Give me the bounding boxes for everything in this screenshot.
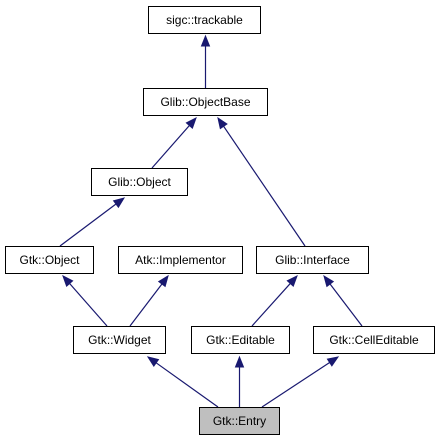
node-label: Glib::Interface — [275, 253, 350, 267]
node-label: sigc::trackable — [166, 13, 243, 27]
edge-gtk-object-to-glib-object — [59, 197, 126, 247]
edge-line — [261, 361, 330, 408]
node-box — [5, 246, 94, 274]
node-label: Gtk::Widget — [88, 333, 151, 347]
node-box — [73, 326, 166, 354]
arrowhead-icon — [326, 356, 340, 367]
node-glib-objectbase[interactable]: Glib::ObjectBase — [143, 88, 268, 116]
node-gtk-widget[interactable]: Gtk::Widget — [73, 326, 166, 354]
inheritance-edges — [59, 34, 363, 408]
edge-line — [251, 283, 291, 327]
arrowhead-icon — [200, 34, 211, 47]
node-label: Gtk::Entry — [213, 414, 266, 428]
node-gtk-object[interactable]: Gtk::Object — [5, 246, 94, 274]
edge-gtk-entry-to-gtk-widget — [146, 356, 219, 408]
edge-gtk-widget-to-atk-implementor — [129, 274, 169, 327]
edge-gtk-editable-to-glib-interface — [251, 274, 298, 327]
edge-line — [329, 283, 363, 327]
node-glib-object[interactable]: Glib::Object — [91, 168, 188, 196]
edge-line — [59, 203, 117, 247]
edge-line — [129, 283, 163, 327]
node-atk-implementor[interactable]: Atk::Implementor — [118, 246, 243, 274]
node-label: Atk::Implementor — [135, 253, 226, 267]
node-glib-interface[interactable]: Glib::Interface — [256, 246, 369, 274]
edge-glib-objectbase-to-sigc-trackable — [200, 34, 211, 88]
edge-gtk-widget-to-gtk-object — [62, 274, 108, 327]
arrowhead-icon — [62, 274, 74, 288]
node-box — [256, 246, 369, 274]
edge-line — [69, 283, 108, 327]
node-box — [118, 246, 243, 274]
node-gtk-entry[interactable]: Gtk::Entry — [199, 407, 280, 435]
edge-gtk-celleditable-to-glib-interface — [323, 274, 363, 327]
node-gtk-editable[interactable]: Gtk::Editable — [191, 326, 290, 354]
arrowhead-icon — [112, 197, 126, 209]
arrowhead-icon — [234, 355, 245, 368]
node-label: Gtk::CellEditable — [329, 333, 419, 347]
arrowhead-icon — [286, 274, 298, 287]
node-box — [148, 6, 261, 34]
node-gtk-celleditable[interactable]: Gtk::CellEditable — [313, 326, 435, 354]
edge-line — [151, 125, 190, 169]
arrowhead-icon — [185, 116, 197, 130]
edge-gtk-entry-to-gtk-celleditable — [261, 356, 340, 408]
node-label: Gtk::Object — [19, 253, 80, 267]
node-box — [143, 88, 268, 116]
node-box — [91, 168, 188, 196]
edge-glib-interface-to-glib-objectbase — [217, 116, 306, 247]
node-sigc-trackable[interactable]: sigc::trackable — [148, 6, 261, 34]
node-box — [313, 326, 435, 354]
arrowhead-icon — [157, 274, 169, 288]
edge-line — [223, 125, 306, 247]
arrowhead-icon — [217, 116, 228, 130]
node-label: Glib::ObjectBase — [160, 95, 250, 109]
node-label: Gtk::Editable — [206, 333, 275, 347]
arrowhead-icon — [146, 356, 160, 367]
node-box — [191, 326, 290, 354]
edge-gtk-entry-to-gtk-editable — [234, 355, 245, 407]
node-label: Glib::Object — [108, 175, 171, 189]
edge-line — [155, 362, 219, 408]
node-box — [199, 407, 280, 435]
edge-glib-object-to-glib-objectbase — [151, 116, 197, 169]
arrowhead-icon — [323, 274, 335, 288]
